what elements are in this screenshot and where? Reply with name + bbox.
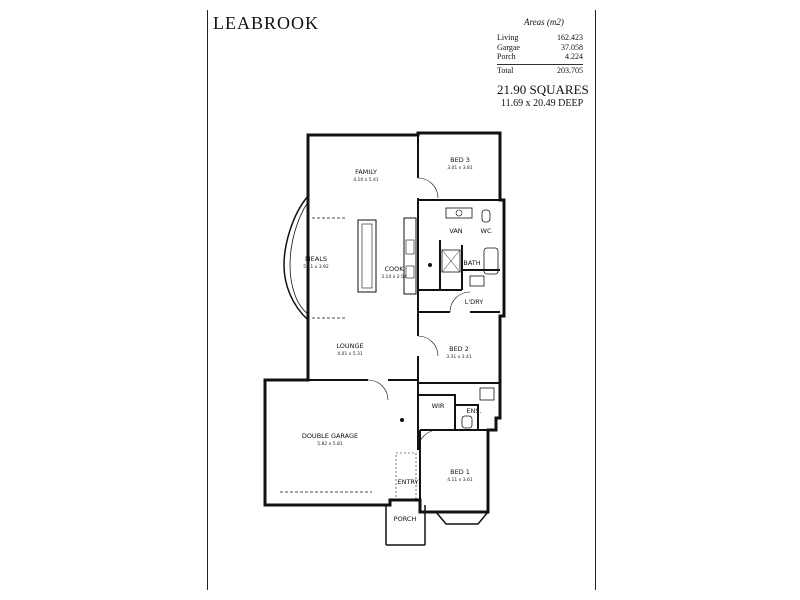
room-size-garage: 5.82 x 5.81 (317, 441, 343, 447)
room-size-bed3: 3.01 x 3.81 (447, 165, 473, 171)
wc-toilet (481, 209, 491, 223)
areas-table: Living 162.423 Gargae 37.058 Porch 4.224… (497, 33, 583, 75)
room-label-porch: PORCH (394, 515, 417, 523)
laundry-tub (469, 275, 485, 287)
vanity (445, 207, 473, 219)
areas-label: Living (497, 33, 519, 42)
bathtub (483, 247, 499, 275)
room-label-ldry: L'DRY (465, 298, 484, 306)
room-label-cook: COOK (384, 265, 404, 273)
room-label-bath: BATH (463, 259, 480, 267)
room-size-cook: 3.14 x 2.54 (381, 274, 407, 280)
room-size-lounge: 4.01 x 5.31 (337, 351, 363, 357)
areas-value: 162.423 (557, 33, 583, 42)
bed1-bay-window (435, 511, 489, 525)
door-swing-bed3 (417, 177, 439, 199)
areas-label: Porch (497, 52, 516, 61)
overall-dimensions: 11.69 x 20.49 DEEP (501, 98, 584, 109)
areas-row-garage: Gargae 37.058 (497, 43, 583, 53)
room-size-meals: 5.11 x 3.92 (303, 264, 329, 270)
sink (405, 265, 415, 279)
cooktop (405, 239, 415, 255)
porch-outline (385, 505, 426, 546)
areas-row-total: Total 203.705 (497, 63, 583, 76)
areas-label: Gargae (497, 42, 520, 52)
room-label-garage: DOUBLE GARAGE (302, 432, 358, 440)
squares-total: 21.90 SQUARES (497, 82, 589, 97)
door-swing-ldry (449, 291, 471, 313)
ensuite-toilet (461, 415, 473, 429)
shower (441, 249, 461, 273)
kitchen-island (357, 219, 377, 293)
room-label-bed2: BED 2 (449, 345, 469, 353)
outer-wall (263, 131, 506, 514)
meals-bay-window-inner (289, 201, 309, 315)
room-size-bed1: 4.11 x 3.61 (447, 477, 473, 483)
door-swing-bed2 (417, 335, 439, 357)
areas-heading: Areas (m2) (524, 17, 564, 27)
shower-cross (441, 249, 461, 273)
ceiling-light (428, 263, 432, 267)
areas-value: 4.224 (565, 52, 583, 61)
room-label-lounge: LOUNGE (336, 342, 363, 350)
areas-row-porch: Porch 4.224 (497, 52, 583, 62)
room-label-bed1: BED 1 (450, 468, 470, 476)
kitchen-bench (403, 217, 417, 295)
family-meals-division (312, 217, 345, 319)
door-swing-garage (367, 379, 389, 401)
room-label-meals: MEALS (305, 255, 327, 263)
room-label-entry: ENTRY (397, 478, 418, 486)
room-size-bed2: 3.31 x 3.41 (446, 354, 472, 360)
areas-value: 37.058 (561, 42, 583, 52)
room-label-ens: ENS. (466, 407, 481, 415)
room-label-van: VAN (449, 227, 462, 235)
room-label-family: FAMILY (355, 168, 377, 176)
ceiling-light (400, 418, 404, 422)
plan-title: LEABROOK (213, 13, 319, 33)
room-label-wir: WIR (432, 402, 445, 410)
plan-sheet (207, 10, 596, 590)
room-size-family: 4.10 x 5.41 (353, 177, 379, 183)
areas-total-value: 203.705 (557, 65, 583, 75)
room-label-wc: WC (481, 227, 492, 235)
entry-hatch (395, 452, 417, 500)
areas-total-label: Total (497, 65, 514, 75)
door-swing-bed1 (417, 429, 439, 451)
room-label-bed3: BED 3 (450, 156, 470, 164)
meals-bay-window (283, 195, 309, 321)
vanity-basin (455, 209, 463, 217)
kitchen-island-top (361, 223, 373, 289)
areas-row-living: Living 162.423 (497, 33, 583, 43)
internal-walls (265, 135, 500, 500)
ensuite-basin (479, 387, 495, 401)
